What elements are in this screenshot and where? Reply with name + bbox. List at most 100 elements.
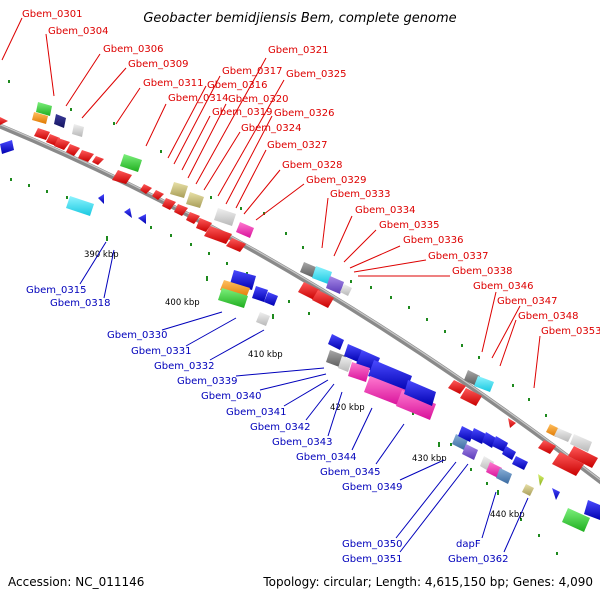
gene-block xyxy=(562,508,590,532)
gene-label[interactable]: Gbem_0311 xyxy=(143,78,203,89)
gene-arrow xyxy=(152,190,164,200)
gene-arrow xyxy=(92,156,104,165)
gene-label[interactable]: Gbem_0331 xyxy=(131,346,191,357)
gene-label[interactable]: Gbem_0329 xyxy=(306,175,366,186)
gene-label[interactable]: Gbem_0309 xyxy=(128,59,188,70)
gene-label[interactable]: Gbem_0317 xyxy=(222,66,282,77)
gene-label[interactable]: Gbem_0324 xyxy=(241,123,301,134)
gene-label[interactable]: Gbem_0342 xyxy=(250,422,310,433)
gene-arrow xyxy=(264,292,278,306)
gene-label[interactable]: Gbem_0340 xyxy=(201,391,261,402)
gene-block xyxy=(396,390,436,420)
gene-label[interactable]: Gbem_0350 xyxy=(342,539,402,550)
gene-label[interactable]: Gbem_0343 xyxy=(272,437,332,448)
gene-label[interactable]: Gbem_0341 xyxy=(226,407,286,418)
gene-label[interactable]: Gbem_0337 xyxy=(428,251,488,262)
gene-block xyxy=(474,376,494,392)
gene-label[interactable]: Gbem_0326 xyxy=(274,108,334,119)
gene-arrow xyxy=(66,144,80,156)
gene-label[interactable]: Gbem_0336 xyxy=(403,235,463,246)
gene-block xyxy=(570,434,592,452)
gene-arrow xyxy=(512,456,528,470)
gene-label[interactable]: Gbem_0346 xyxy=(473,281,533,292)
gene-arrow xyxy=(470,428,486,444)
gene-block xyxy=(66,196,94,216)
gene-arrow xyxy=(492,436,508,452)
tick-label-430kbp: 430 kbp xyxy=(412,454,447,464)
gene-label[interactable]: Gbem_0335 xyxy=(379,220,439,231)
accession-text: Accession: NC_011146 xyxy=(8,575,144,589)
gene-label[interactable]: Gbem_0320 xyxy=(228,94,288,105)
genome-backbone-highlight xyxy=(0,123,600,481)
gene-arrow xyxy=(538,474,544,486)
gene-arrow xyxy=(112,170,132,184)
gene-block xyxy=(170,182,188,198)
gene-block xyxy=(404,380,436,406)
gene-block xyxy=(32,112,48,124)
gene-label[interactable]: Gbem_0348 xyxy=(518,311,578,322)
gene-block xyxy=(522,484,534,496)
gene-arrow xyxy=(312,290,334,308)
gene-arrow xyxy=(328,334,344,350)
inner-tick-ring xyxy=(10,178,558,555)
gene-label[interactable]: Gbem_0328 xyxy=(282,160,342,171)
gene-label[interactable]: Gbem_0315 xyxy=(26,285,86,296)
gene-arrow xyxy=(538,440,556,454)
gene-arrow xyxy=(502,446,516,460)
tick-label-390kbp: 390 kbp xyxy=(84,250,119,260)
gene-block xyxy=(220,280,250,298)
genome-summary-text: Topology: circular; Length: 4,615,150 bp… xyxy=(262,575,593,589)
gene-label[interactable]: Gbem_0338 xyxy=(452,266,512,277)
gene-arrow xyxy=(448,380,466,394)
gene-label[interactable]: Gbem_0351 xyxy=(342,554,402,565)
gene-arrow xyxy=(78,150,94,162)
gene-label[interactable]: Gbem_0304 xyxy=(48,26,108,37)
forward-strand-genes xyxy=(0,102,598,476)
gene-label[interactable]: Gbem_0347 xyxy=(497,296,557,307)
gene-arrow xyxy=(460,388,482,406)
gene-label[interactable]: Gbem_0327 xyxy=(267,140,327,151)
gene-label[interactable]: Gbem_0339 xyxy=(177,376,237,387)
gene-arrow xyxy=(508,418,516,428)
gene-label[interactable]: Gbem_0330 xyxy=(107,330,167,341)
gene-label[interactable]: dapF xyxy=(456,539,481,550)
gene-label[interactable]: Gbem_0349 xyxy=(342,482,402,493)
forward-leader-lines xyxy=(1,17,541,389)
gene-block xyxy=(364,376,406,406)
gene-arrow xyxy=(252,286,268,302)
gene-label[interactable]: Gbem_0316 xyxy=(207,80,267,91)
gene-label[interactable]: Gbem_0318 xyxy=(50,298,110,309)
gene-arrow xyxy=(162,198,176,210)
gene-arrow xyxy=(140,184,152,194)
reverse-strand-genes xyxy=(0,140,600,532)
gene-block xyxy=(256,312,270,326)
gene-label[interactable]: Gbem_0334 xyxy=(355,205,415,216)
gene-label[interactable]: Gbem_0306 xyxy=(103,44,163,55)
gene-block xyxy=(120,154,142,172)
gene-arrow xyxy=(482,432,496,448)
gene-arrow xyxy=(174,204,188,216)
gene-arrow xyxy=(552,488,560,500)
gene-label[interactable]: Gbem_0332 xyxy=(154,361,214,372)
gene-label[interactable]: Gbem_0301 xyxy=(22,9,82,20)
gene-label[interactable]: Gbem_0314 xyxy=(168,93,228,104)
gene-label[interactable]: Gbem_0353 xyxy=(541,326,600,337)
gene-block xyxy=(72,124,84,137)
genome-backbone xyxy=(0,123,600,485)
gene-block xyxy=(236,222,254,238)
gene-block xyxy=(340,284,352,296)
gene-label[interactable]: Gbem_0344 xyxy=(296,452,356,463)
gene-label[interactable]: Gbem_0325 xyxy=(286,69,346,80)
gene-label[interactable]: Gbem_0333 xyxy=(330,189,390,200)
gene-arrow xyxy=(124,208,132,218)
gene-block xyxy=(496,468,512,484)
gene-block xyxy=(338,356,352,372)
gene-label[interactable]: Gbem_0362 xyxy=(448,554,508,565)
gene-label[interactable]: Gbem_0321 xyxy=(268,45,328,56)
gene-arrow xyxy=(196,218,212,232)
gene-arrow xyxy=(34,128,50,140)
gene-label[interactable]: Gbem_0319 xyxy=(212,107,272,118)
tick-label-440kbp: 440 kbp xyxy=(490,510,525,520)
gene-block xyxy=(584,500,600,520)
gene-label[interactable]: Gbem_0345 xyxy=(320,467,380,478)
